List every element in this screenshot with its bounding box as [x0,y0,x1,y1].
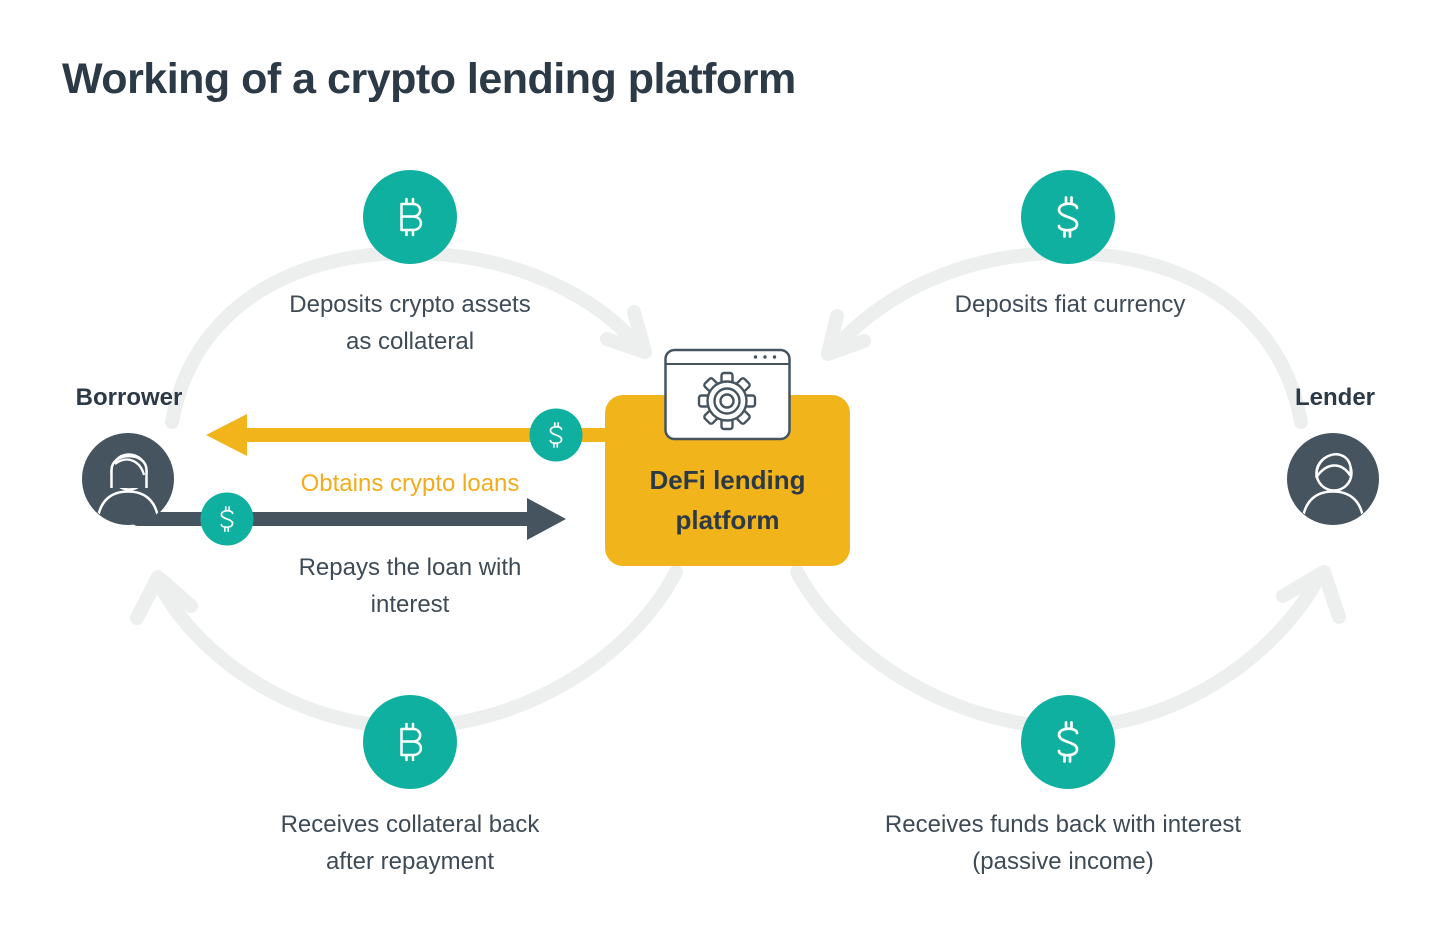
gear-icon [697,371,757,431]
receives-collateral-label: Receives collateral back after repayment [280,811,540,875]
right-top-arc [821,246,1308,429]
deposit-crypto-label: Deposits crypto assets as collateral [289,291,531,355]
browser-window-icon [664,348,791,441]
platform-label: DeFi lending platform [649,465,806,535]
receives-funds-label: Receives funds back with interest (passi… [884,811,1242,875]
lender-label: Lender [1294,384,1376,411]
fiat-deposit-icon [1021,170,1115,264]
obtains-loans-label: Obtains crypto loans [300,470,520,497]
repays-loan-label: Repays the loan with interest [298,554,522,618]
diagram-title: Working of a crypto lending platform [62,55,796,103]
borrower-avatar [82,433,174,525]
borrower-label: Borrower [75,384,183,411]
deposit-fiat-label: Deposits fiat currency [954,291,1186,318]
right-bottom-arrowhead-icon [1276,565,1346,624]
lender-avatar [1287,433,1379,525]
right-top-arrowhead-icon [821,309,871,361]
platform-box [605,395,850,566]
left-top-arrowhead-icon [600,305,652,359]
bitcoin-deposit-icon [363,170,457,264]
loan-dollar-badge [529,408,583,462]
repay-dollar-badge [200,492,254,546]
funds-return-icon [1021,695,1115,789]
left-bottom-arrowhead-icon [130,570,198,625]
collateral-return-icon [363,695,457,789]
